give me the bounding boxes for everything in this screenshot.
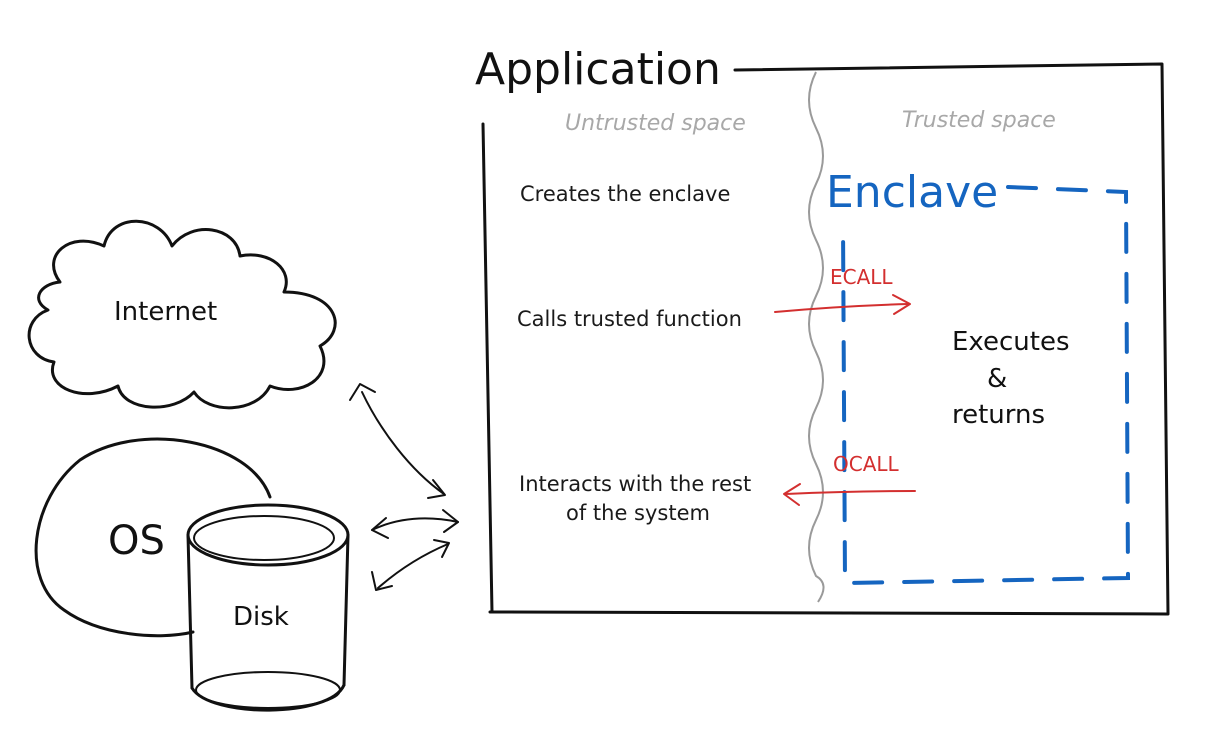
- step-interact-line2: of the system: [566, 501, 710, 525]
- internet-label: Internet: [114, 297, 217, 327]
- step-call-trusted: Calls trusted function: [517, 307, 742, 331]
- disk-app-arrow-upper: [371, 509, 459, 539]
- trust-boundary: [808, 71, 825, 603]
- executes-line1: Executes: [952, 327, 1070, 357]
- enclave-title: Enclave: [826, 167, 998, 218]
- step-create-enclave: Creates the enclave: [520, 182, 730, 206]
- os-blob: [34, 437, 272, 638]
- disk-cylinder: [186, 503, 350, 712]
- enclave-box: [841, 185, 1131, 586]
- internet-app-arrow: [349, 383, 446, 499]
- disk-app-arrow-lower: [371, 539, 450, 591]
- ocall-label: OCALL: [833, 452, 900, 476]
- internet-cloud: [27, 219, 337, 410]
- step-interact-line1: Interacts with the rest: [519, 472, 751, 496]
- ocall-arrow: [783, 483, 916, 506]
- ecall-label: ECALL: [830, 265, 893, 289]
- executes-line3: returns: [952, 400, 1045, 430]
- application-box: [481, 62, 1170, 616]
- disk-label: Disk: [233, 602, 289, 632]
- ecall-arrow: [774, 294, 911, 315]
- application-title: Application: [475, 44, 721, 95]
- os-label: OS: [108, 518, 165, 564]
- executes-line2: &: [987, 364, 1007, 394]
- untrusted-space-label: Untrusted space: [565, 111, 746, 136]
- trusted-space-label: Trusted space: [902, 108, 1056, 133]
